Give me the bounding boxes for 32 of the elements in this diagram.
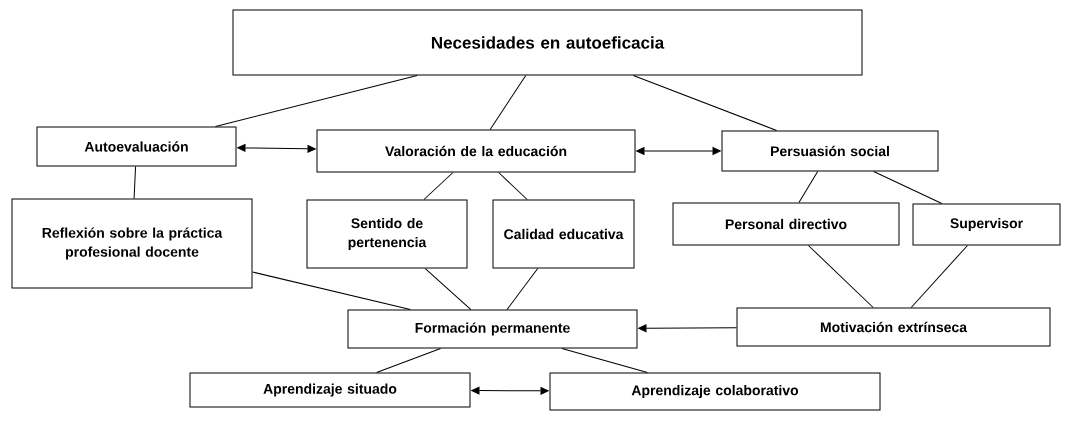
connector: [133, 166, 137, 199]
connector: [638, 324, 737, 333]
connector: [632, 75, 778, 131]
connector: [798, 171, 819, 203]
concept-box: Aprendizaje colaborativo: [549, 372, 881, 411]
connector: [498, 172, 528, 200]
concept-box: Valoración de la educación: [316, 129, 636, 173]
concept-box: Aprendizaje situado: [189, 372, 471, 408]
concept-box: Reflexión sobre la práctica profesional docente: [11, 198, 253, 289]
connector: [252, 271, 411, 310]
connector: [376, 348, 442, 373]
connector: [561, 348, 648, 373]
concept-box: Personal directivo: [672, 202, 900, 246]
concept-box: Supervisor: [912, 203, 1061, 246]
concept-box: Motivación extrínseca: [736, 307, 1051, 347]
connector: [506, 268, 539, 310]
connector: [215, 75, 418, 127]
connector: [471, 386, 549, 395]
connector: [237, 144, 316, 153]
connector: [873, 171, 943, 204]
connector: [807, 245, 874, 308]
connector: [489, 75, 527, 130]
concept-box: Formación permanente: [347, 309, 638, 349]
concept-box: Necesidades en autoeficacia: [232, 9, 863, 76]
concept-box: Autoevaluación: [36, 126, 237, 167]
connector: [424, 268, 472, 310]
concept-box: Calidad educativa: [492, 199, 635, 269]
concept-box: Persuasión social: [721, 130, 939, 172]
connector: [910, 245, 968, 308]
connector: [423, 172, 454, 200]
connector: [636, 147, 721, 155]
concept-box: Sentido de pertenencia: [306, 199, 468, 269]
